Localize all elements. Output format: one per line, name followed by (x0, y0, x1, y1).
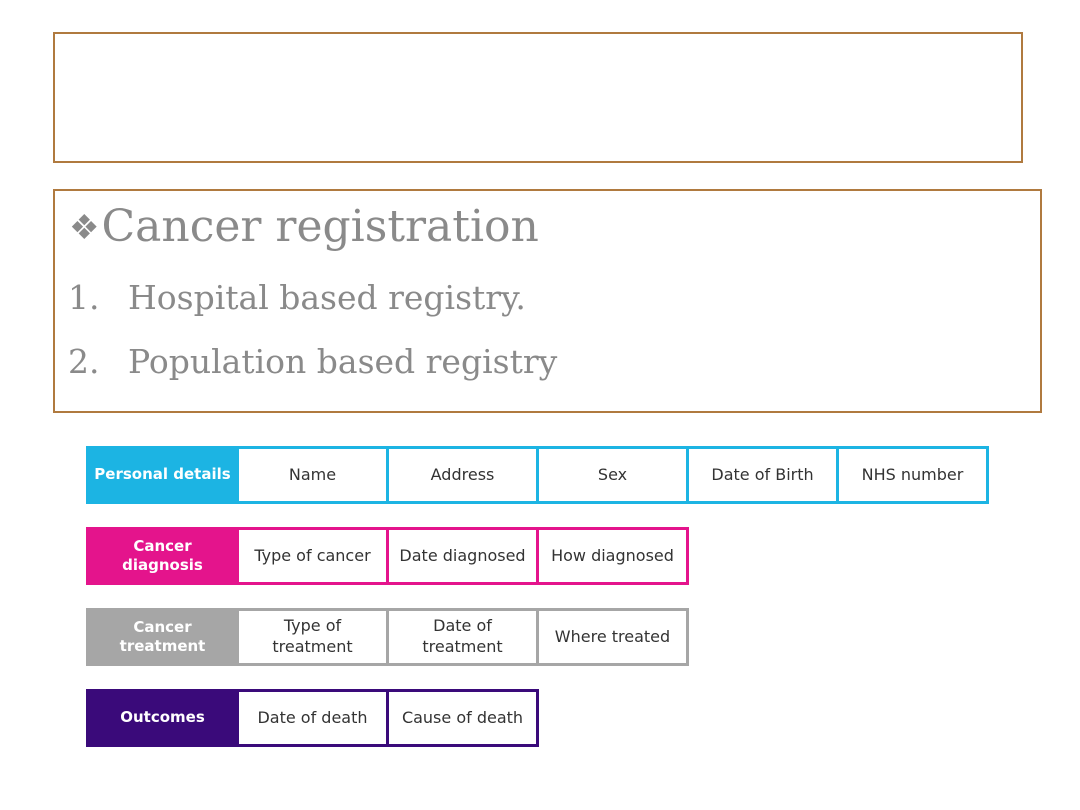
row-header: Cancer diagnosis (86, 527, 239, 585)
list-item: 2. Population based registry (68, 342, 557, 382)
table-row-outcomes: Outcomes Date of death Cause of death (86, 689, 539, 747)
list-item: 1. Hospital based registry. (68, 278, 526, 318)
table-cell: Where treated (539, 608, 689, 666)
table-cell: NHS number (839, 446, 989, 504)
table-cell: Address (389, 446, 539, 504)
row-header: Personal details (86, 446, 239, 504)
table-row-personal-details: Personal details Name Address Sex Date o… (86, 446, 989, 504)
table-cell: Name (239, 446, 389, 504)
table-cell: Sex (539, 446, 689, 504)
table-cell: Date of treatment (389, 608, 539, 666)
table-cell: Cause of death (389, 689, 539, 747)
list-text: Hospital based registry. (128, 278, 526, 317)
table-row-cancer-treatment: Cancer treatment Type of treatment Date … (86, 608, 689, 666)
row-header: Cancer treatment (86, 608, 239, 666)
table-row-cancer-diagnosis: Cancer diagnosis Type of cancer Date dia… (86, 527, 689, 585)
table-cell: How diagnosed (539, 527, 689, 585)
title-placeholder-box (53, 32, 1023, 163)
table-cell: Date diagnosed (389, 527, 539, 585)
table-cell: Date of death (239, 689, 389, 747)
table-cell: Date of Birth (689, 446, 839, 504)
diamond-bullet-icon: ❖ (69, 208, 100, 248)
list-number: 2. (68, 342, 100, 381)
list-text: Population based registry (128, 342, 558, 381)
row-header: Outcomes (86, 689, 239, 747)
list-number: 1. (68, 278, 100, 317)
table-cell: Type of treatment (239, 608, 389, 666)
heading-text: Cancer registration (101, 201, 539, 252)
section-heading: ❖Cancer registration (69, 201, 539, 254)
table-cell: Type of cancer (239, 527, 389, 585)
content-box: ❖Cancer registration 1. Hospital based re… (53, 189, 1042, 413)
